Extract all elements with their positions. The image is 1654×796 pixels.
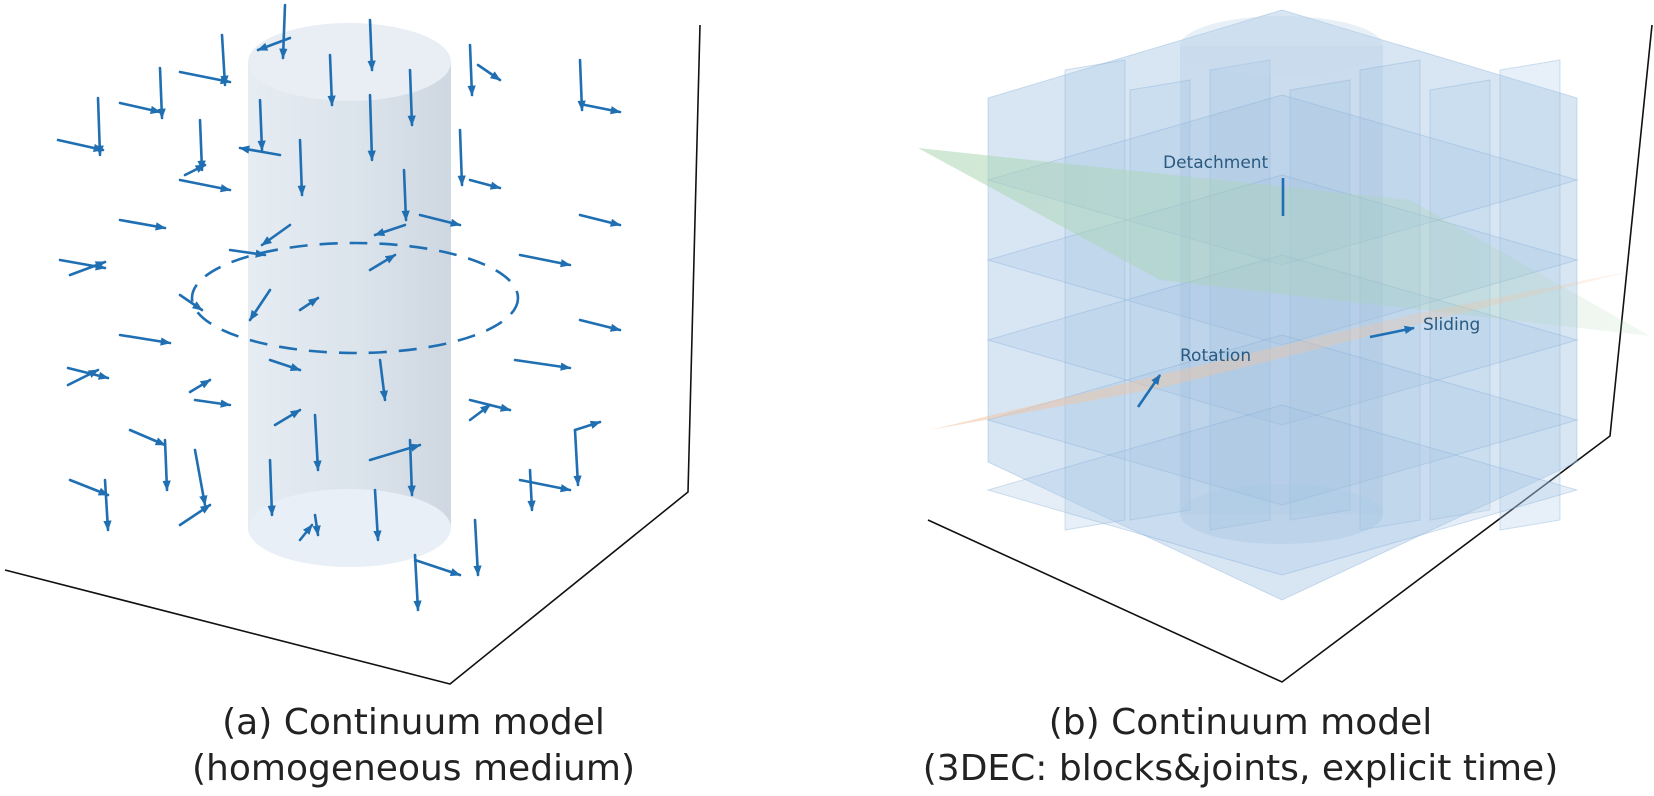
caption-right: (b) Continuum model (3DEC: blocks&joints… [827, 700, 1654, 792]
vector-arrow-icon [118, 101, 162, 115]
horizontal-block-layer [986, 334, 1579, 506]
vector-arrow-icon [220, 33, 229, 87]
vector-arrow-icon [468, 178, 502, 190]
vector-arrow-icon [298, 523, 314, 542]
vector-arrow-icon [368, 253, 397, 272]
displacement-vector-field [56, 3, 622, 612]
vector-arrow-icon [407, 68, 416, 127]
vector-arrow-icon [298, 296, 320, 312]
vector-arrow-icon [407, 438, 416, 497]
vector-arrow-icon [183, 163, 207, 177]
vector-arrow-icon [373, 488, 382, 542]
discontinuum-panel: Detachment Sliding Rotation [918, 9, 1653, 683]
detachment-label: Detachment [1163, 153, 1269, 173]
vector-arrow-icon [518, 253, 572, 268]
caption-left-line2: (homogeneous medium) [192, 748, 635, 789]
vector-arrow-icon [228, 248, 267, 258]
vector-arrow-icon [178, 178, 232, 193]
vector-arrow-icon [193, 448, 208, 507]
vector-arrow-icon [256, 36, 292, 52]
vector-arrow-icon [413, 553, 422, 612]
deformation-ring [190, 241, 520, 355]
vector-arrow-icon [103, 478, 112, 532]
caption-right-line2: (3DEC: blocks&joints, explicit time) [922, 748, 1559, 789]
right-3d-axes [927, 24, 1653, 683]
vector-arrow-icon [248, 288, 272, 322]
vector-arrow-icon [68, 478, 110, 497]
vector-arrow-icon [118, 333, 172, 346]
vector-arrow-icon [260, 223, 292, 247]
vector-arrow-icon [268, 358, 302, 372]
vector-arrow-icon [56, 138, 105, 153]
vector-arrow-icon [178, 293, 204, 312]
vector-arrow-icon [578, 213, 622, 227]
vector-arrow-icon [273, 408, 302, 427]
vector-arrow-icon [418, 213, 462, 227]
continuum-panel [4, 3, 701, 685]
vector-arrow-icon [327, 53, 336, 107]
vector-arrow-icon [193, 398, 232, 408]
vector-arrow-icon [157, 66, 166, 120]
vector-arrow-icon [178, 503, 212, 527]
vector-arrow-icon [518, 478, 572, 493]
vector-arrow-icon [373, 223, 407, 237]
vector-arrow-icon [312, 513, 321, 537]
vector-arrow-icon [118, 218, 167, 231]
vector-arrow-icon [238, 145, 282, 157]
vector-arrow-icon [367, 18, 376, 72]
vector-arrow-icon [128, 428, 167, 447]
vector-arrow-icon [468, 403, 492, 422]
vector-arrow-icon [162, 438, 171, 492]
block-cube-outer [987, 9, 1578, 601]
vector-arrow-icon [197, 118, 206, 172]
vector-arrow-icon [367, 93, 376, 162]
left-3d-axes [4, 24, 701, 685]
horizontal-block-layer [986, 404, 1579, 576]
joint-plane-green [918, 148, 1650, 336]
vector-arrow-icon [66, 366, 110, 380]
vector-arrow-icon [413, 558, 462, 577]
sliding-arrow [1369, 325, 1416, 339]
continuum-cylinder [248, 23, 451, 567]
vector-arrow-icon [577, 58, 586, 112]
vector-arrow-icon [573, 428, 582, 487]
vector-arrow-icon [279, 3, 288, 60]
vector-arrow-icon [368, 443, 422, 462]
caption-left-line1: (a) Continuum model [222, 702, 605, 743]
joint-plane-orange [930, 270, 1636, 430]
vector-arrow-icon [467, 43, 476, 97]
vector-arrow-icon [583, 103, 622, 115]
vector-arrow-icon [513, 358, 572, 371]
vector-arrow-icon [573, 420, 602, 432]
vector-arrow-icon [188, 378, 212, 394]
vector-arrow-icon [66, 368, 100, 387]
vector-arrow-icon [401, 168, 410, 222]
vector-arrow-icon [95, 96, 104, 157]
vector-arrow-icon [476, 63, 502, 82]
rotation-arrow [1136, 374, 1162, 408]
vector-arrow-icon [527, 468, 536, 512]
vector-arrow-icon [313, 413, 322, 472]
sliding-label: Sliding [1423, 315, 1480, 335]
vector-arrow-icon [68, 260, 107, 277]
vector-arrow-icon [267, 458, 276, 517]
vector-arrow-icon [473, 518, 482, 577]
vector-arrow-icon [178, 70, 232, 85]
vector-arrow-icon [457, 128, 466, 187]
caption-right-line1: (b) Continuum model [1048, 702, 1433, 743]
vector-arrow-icon [378, 358, 388, 402]
vertical-block-slab [1209, 59, 1271, 531]
rotation-label: Rotation [1180, 346, 1251, 366]
vector-arrow-icon [578, 318, 622, 332]
caption-left: (a) Continuum model (homogeneous medium) [0, 700, 827, 792]
vector-arrow-icon [297, 138, 306, 197]
vector-arrow-icon [257, 98, 266, 152]
